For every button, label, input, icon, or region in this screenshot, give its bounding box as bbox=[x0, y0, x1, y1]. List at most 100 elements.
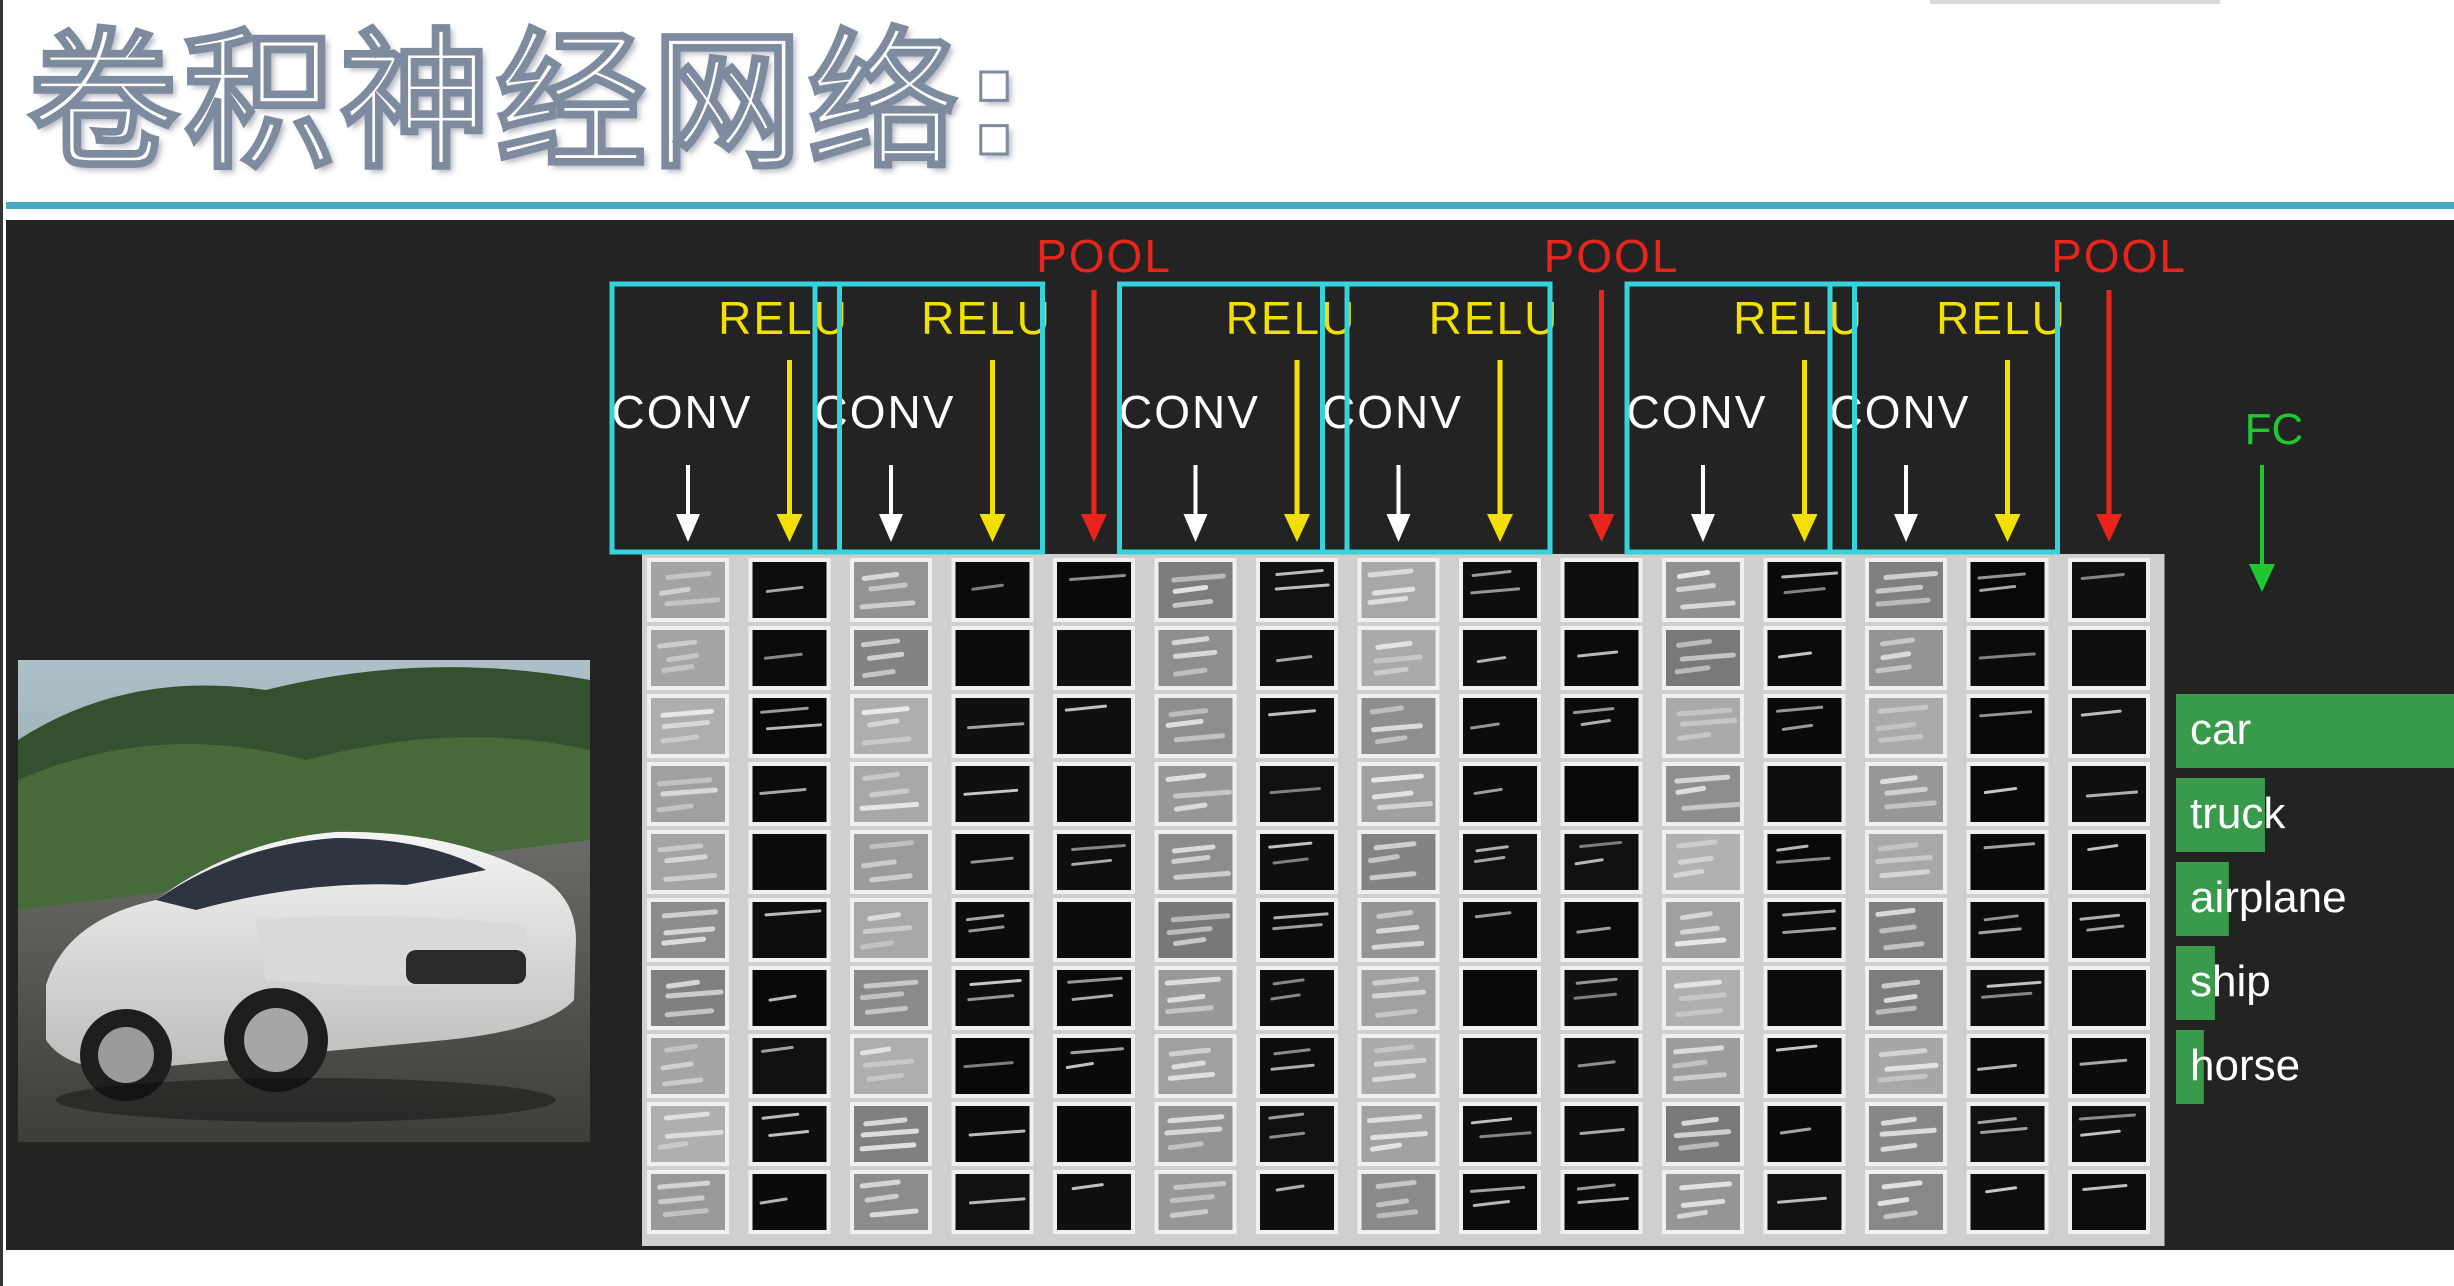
feature-map bbox=[647, 830, 729, 894]
feature-map bbox=[1053, 1034, 1135, 1098]
feature-map bbox=[951, 626, 1034, 690]
relu-arrow bbox=[1284, 360, 1310, 542]
feature-map bbox=[1154, 626, 1237, 690]
layer-column-conv bbox=[1865, 558, 1947, 1234]
relu-label: RELU bbox=[921, 292, 1052, 344]
pool-arrow bbox=[1081, 290, 1107, 542]
layer-column-conv bbox=[850, 558, 932, 1234]
relu-arrow bbox=[1487, 360, 1513, 542]
feature-map bbox=[1560, 626, 1643, 690]
conv-label: CONV bbox=[1322, 386, 1463, 438]
layer-column-conv bbox=[1662, 558, 1744, 1234]
class-label-airplane: airplane bbox=[2190, 873, 2347, 922]
pool-label: POOL bbox=[1036, 230, 1172, 282]
feature-map bbox=[1560, 558, 1643, 622]
conv-relu-highlight-box bbox=[1624, 281, 1857, 555]
conv-label: CONV bbox=[612, 386, 753, 438]
relu-arrow bbox=[776, 360, 803, 542]
conv-relu-highlight-box bbox=[812, 281, 1045, 555]
feature-map bbox=[951, 1102, 1034, 1166]
feature-map bbox=[1865, 626, 1947, 690]
conv-label: CONV bbox=[1830, 386, 1971, 438]
feature-map bbox=[1053, 558, 1135, 622]
feature-map bbox=[1256, 694, 1338, 758]
pool-arrow bbox=[2096, 290, 2122, 542]
feature-map-grid bbox=[642, 554, 2165, 1246]
feature-map bbox=[1256, 966, 1338, 1030]
class-label-horse: horse bbox=[2190, 1041, 2301, 1090]
relu-arrow bbox=[1994, 360, 2021, 542]
feature-map bbox=[1763, 762, 1846, 826]
conv-arrow bbox=[1894, 465, 1918, 542]
feature-map bbox=[1966, 694, 2049, 758]
feature-map bbox=[1459, 1034, 1541, 1098]
feature-map bbox=[1154, 1102, 1237, 1166]
cnn-diagram-panel: CONV RELU CONV RELU POOL CONV RELU CONV RELU POOL… bbox=[6, 220, 2454, 1250]
feature-map bbox=[1763, 1102, 1846, 1166]
feature-map bbox=[1763, 626, 1846, 690]
feature-map bbox=[1763, 966, 1846, 1030]
feature-map bbox=[748, 830, 831, 894]
feature-map bbox=[850, 558, 932, 622]
class-score-bar bbox=[2176, 862, 2229, 936]
layer-column-relu bbox=[1966, 558, 2049, 1234]
conv-label: CONV bbox=[1119, 386, 1260, 438]
layer-column-relu bbox=[1459, 558, 1541, 1234]
fc-arrow bbox=[2249, 465, 2275, 592]
feature-map bbox=[951, 898, 1034, 962]
conv-arrow bbox=[1691, 465, 1715, 542]
feature-map bbox=[647, 626, 729, 690]
class-score-bar bbox=[2176, 946, 2215, 1020]
title-divider bbox=[6, 202, 2454, 209]
feature-map bbox=[1053, 626, 1135, 690]
feature-map bbox=[1459, 898, 1541, 962]
feature-map bbox=[1966, 762, 2049, 826]
layer-column-conv bbox=[647, 558, 729, 1234]
feature-map bbox=[1662, 558, 1744, 622]
feature-map bbox=[1966, 830, 2049, 894]
feature-map bbox=[748, 1034, 831, 1098]
feature-map bbox=[1560, 1102, 1643, 1166]
feature-map bbox=[1763, 1034, 1846, 1098]
feature-map bbox=[1763, 830, 1846, 894]
feature-map bbox=[1357, 966, 1440, 1030]
layer-column-conv bbox=[1357, 558, 1440, 1234]
relu-label: RELU bbox=[1226, 292, 1357, 344]
class-score-bar bbox=[2176, 694, 2454, 768]
feature-map bbox=[2068, 1170, 2150, 1234]
conv-label: CONV bbox=[1627, 386, 1768, 438]
conv-relu-highlight-box bbox=[609, 281, 842, 555]
relu-label: RELU bbox=[718, 292, 849, 344]
feature-map bbox=[1966, 966, 2049, 1030]
feature-map bbox=[1256, 898, 1338, 962]
layer-column-pool bbox=[2068, 558, 2150, 1234]
car-photo bbox=[18, 660, 590, 1142]
feature-map bbox=[2068, 694, 2150, 758]
conv-relu-highlight-box bbox=[1827, 281, 2060, 555]
feature-map bbox=[1459, 694, 1541, 758]
relu-arrow bbox=[979, 360, 1006, 542]
conv-arrow bbox=[1183, 465, 1208, 542]
feature-map bbox=[1256, 558, 1338, 622]
relu-label: RELU bbox=[1936, 292, 2067, 344]
relu-arrow bbox=[1791, 360, 1818, 542]
feature-map bbox=[2068, 626, 2150, 690]
feature-map bbox=[850, 694, 932, 758]
feature-map bbox=[2068, 898, 2150, 962]
conv-arrow bbox=[879, 465, 903, 542]
feature-map bbox=[1154, 1170, 1237, 1234]
conv-label: CONV bbox=[815, 386, 956, 438]
class-score-bar bbox=[2176, 1030, 2204, 1104]
class-label-car: car bbox=[2190, 705, 2252, 754]
feature-map bbox=[1053, 1102, 1135, 1166]
feature-map bbox=[951, 830, 1034, 894]
pool-label: POOL bbox=[2051, 230, 2187, 282]
feature-map bbox=[1560, 694, 1643, 758]
relu-label: RELU bbox=[1429, 292, 1560, 344]
feature-map bbox=[1357, 830, 1440, 894]
feature-map bbox=[2068, 1034, 2150, 1098]
feature-map bbox=[1053, 694, 1135, 758]
layer-column-relu bbox=[1763, 558, 1846, 1234]
feature-map bbox=[1256, 762, 1338, 826]
conv-arrow bbox=[1386, 465, 1411, 542]
